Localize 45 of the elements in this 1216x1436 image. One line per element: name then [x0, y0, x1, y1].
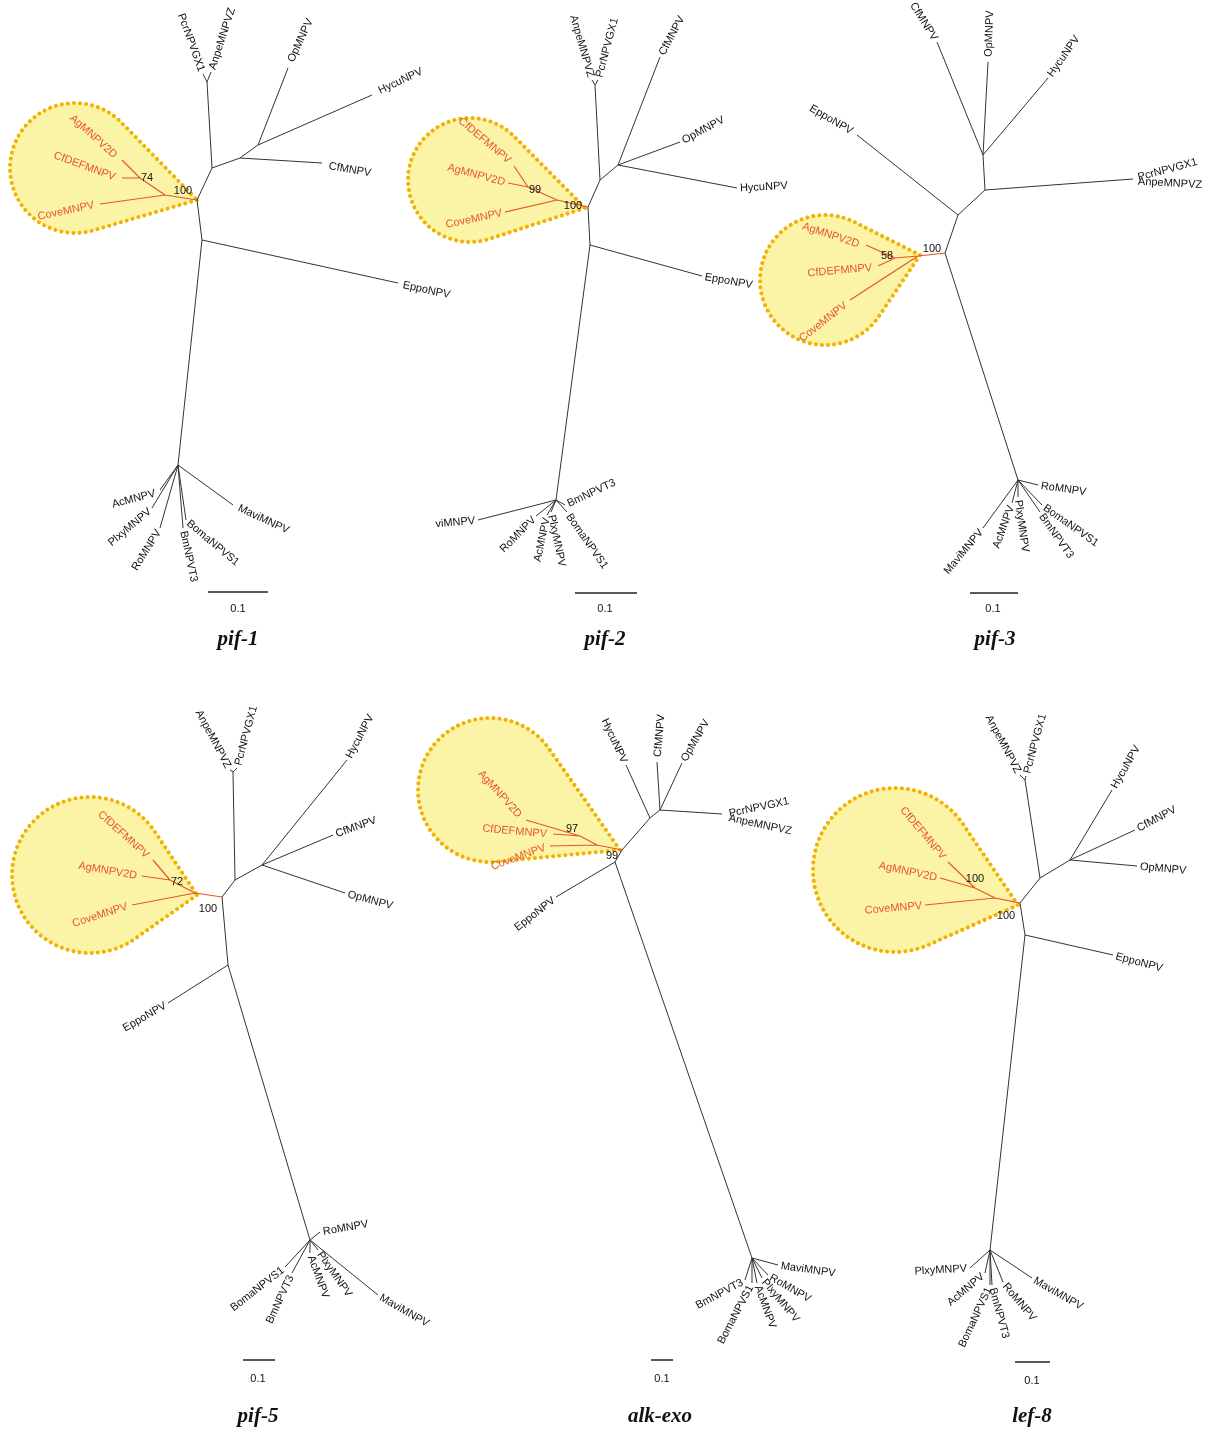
panel-title: lef-8 [1012, 1403, 1052, 1427]
panel-title: pif-2 [584, 626, 626, 650]
taxon-label: RoMNPV [1040, 479, 1088, 499]
taxon-label: EppoNPV [703, 270, 754, 292]
highlighted-clade [6, 99, 201, 237]
panel-title: pif-1 [217, 626, 259, 650]
panel-title: pif-3 [974, 626, 1016, 650]
bootstrap-value: 100 [563, 198, 583, 212]
bootstrap-value: 99 [605, 848, 619, 862]
bootstrap-value: 74 [140, 170, 154, 184]
bootstrap-value: 100 [965, 871, 985, 885]
panel-title: pif-5 [237, 1403, 279, 1427]
bootstrap-value: 72 [170, 874, 184, 888]
bootstrap-value: 100 [173, 183, 193, 197]
scale-bar-label: 0.1 [1024, 1373, 1040, 1387]
taxon-label: CfDEFMNPV [481, 821, 548, 841]
taxon-label: RoMNPV [321, 1217, 370, 1238]
bootstrap-value: 100 [996, 908, 1016, 922]
panel-title: alk-exo [627, 1403, 693, 1427]
scale-bar-label: 0.1 [250, 1371, 266, 1385]
bootstrap-value: 97 [565, 821, 579, 835]
bootstrap-value: 100 [198, 901, 218, 915]
taxon-label: HycuNPV [739, 178, 788, 195]
taxon-label: EppoNPV [401, 278, 452, 302]
taxon-label: CfMNPV [327, 159, 373, 180]
scale-bar-label: 0.1 [597, 601, 613, 615]
highlighted-clade [809, 784, 1022, 956]
taxon-label: CfMNPV [650, 713, 668, 758]
taxon-label: CoveMNPV [864, 898, 923, 917]
taxon-label: CfDEFMNPV [806, 260, 873, 280]
highlighted-clade [756, 211, 924, 349]
taxon-label: OpMNPV [346, 887, 395, 913]
highlighted-clade [404, 114, 589, 246]
scale-bar-label: 0.1 [230, 601, 246, 615]
taxon-label: viMNPV [434, 513, 476, 531]
taxon-label: OpMNPV [1139, 859, 1187, 877]
scale-bar-label: 0.1 [654, 1371, 670, 1385]
highlighted-clade [8, 793, 201, 957]
bootstrap-value: 100 [922, 241, 942, 255]
taxon-label: OpMNPV [981, 10, 997, 58]
taxon-label: PlxyMNPV [1012, 499, 1033, 553]
bootstrap-value: 58 [880, 248, 894, 262]
scale-bar-label: 0.1 [985, 601, 1001, 615]
taxon-label: AgMNPV2D [77, 858, 139, 882]
bootstrap-value: 99 [528, 182, 542, 196]
